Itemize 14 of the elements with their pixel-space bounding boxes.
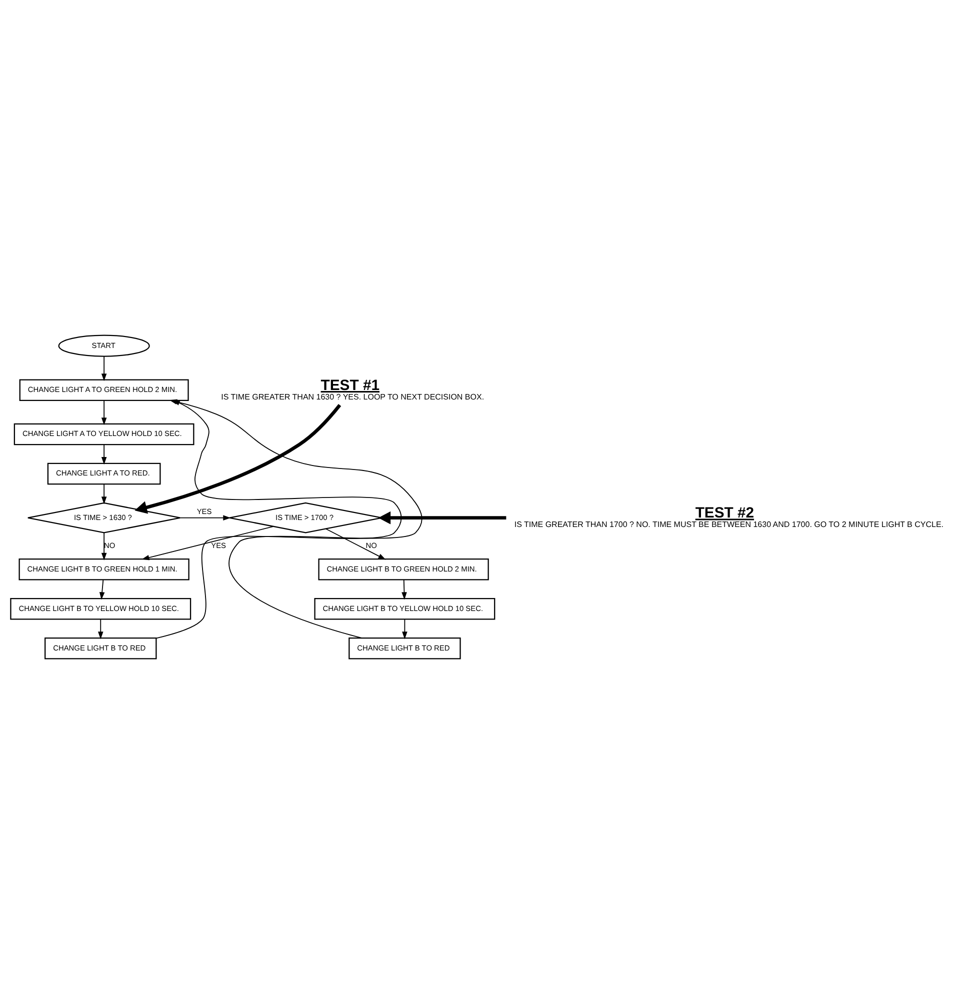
arrow bbox=[378, 510, 506, 524]
arrow bbox=[101, 444, 107, 464]
arrow bbox=[134, 403, 342, 514]
arrow bbox=[101, 400, 107, 425]
arrow bbox=[101, 532, 107, 560]
arrow bbox=[101, 483, 107, 504]
arrow bbox=[142, 526, 274, 560]
arrow bbox=[101, 355, 107, 381]
arrow bbox=[402, 618, 408, 639]
arrow bbox=[180, 514, 231, 520]
arrow bbox=[98, 618, 104, 639]
arrow bbox=[325, 528, 386, 560]
arrow bbox=[99, 578, 105, 600]
arrow bbox=[402, 578, 407, 600]
